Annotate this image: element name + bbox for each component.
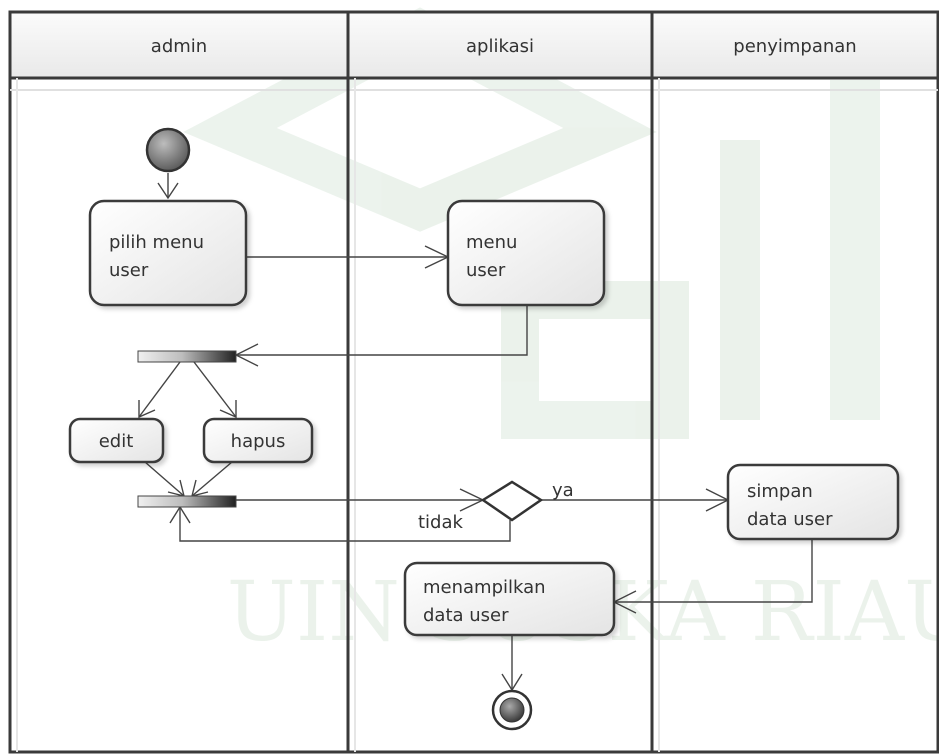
decision-node xyxy=(480,480,544,522)
activity-label: hapus xyxy=(231,431,286,452)
arrowhead xyxy=(138,400,156,419)
edge-decision-tidak xyxy=(179,507,511,542)
fork-bar xyxy=(137,350,237,363)
lane-header-aplikasi: aplikasi xyxy=(466,36,534,57)
activity-label-line-1: menampilkan xyxy=(423,577,546,598)
guard-tidak: tidak xyxy=(418,512,464,533)
activity-menampilkan-data-user: menampilkan data user xyxy=(403,561,616,637)
edge-fork-to-hapus xyxy=(193,361,237,418)
swimlane-frame xyxy=(8,10,939,754)
edge-simpan-to-menampilkan xyxy=(614,540,813,603)
activity-label-line-2: data user xyxy=(423,605,509,626)
edge-menu-to-fork xyxy=(236,306,528,356)
activity-label-line-1: simpan xyxy=(747,481,813,502)
final-node xyxy=(491,689,533,731)
activity-label-line-2: user xyxy=(109,260,149,281)
activity-label-line-1: pilih menu xyxy=(109,232,204,253)
activity-label: edit xyxy=(99,431,134,452)
activity-simpan-data-user: simpan data user xyxy=(726,463,900,541)
guard-ya: ya xyxy=(552,480,574,501)
activity-label-line-1: menu xyxy=(466,232,517,253)
edge-hapus-to-join xyxy=(191,461,233,497)
edge-fork-to-edit xyxy=(138,361,181,418)
lane-header-penyimpanan: penyimpanan xyxy=(733,36,856,57)
activity-menu-user: menu user xyxy=(446,199,606,307)
activity-label-line-2: data user xyxy=(747,509,833,530)
arrowhead xyxy=(219,400,237,419)
activity-label-line-2: user xyxy=(466,260,506,281)
join-bar xyxy=(137,495,237,508)
activity-edit: edit xyxy=(68,417,165,464)
edge-edit-to-join xyxy=(144,461,185,497)
lane-header-admin: admin xyxy=(151,36,207,57)
activity-pilih-menu-user: pilih menu user xyxy=(88,199,248,307)
initial-node xyxy=(145,127,191,173)
arrowhead xyxy=(157,182,179,200)
activity-hapus: hapus xyxy=(202,417,314,464)
flow-connectors xyxy=(138,173,813,692)
